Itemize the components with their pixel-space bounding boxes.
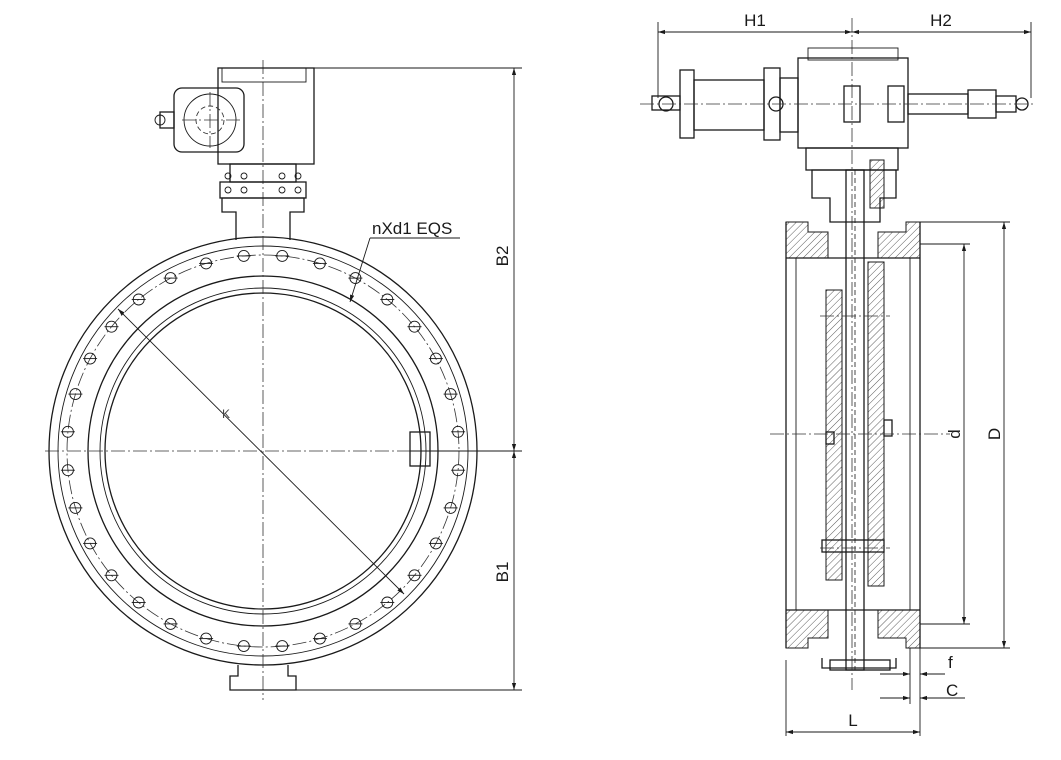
cylinder-body bbox=[693, 79, 765, 131]
h2-label: H2 bbox=[930, 11, 952, 30]
f-label: f bbox=[948, 653, 953, 672]
side-neck bbox=[811, 169, 897, 223]
d-label: d bbox=[945, 429, 964, 438]
b2-label: B2 bbox=[493, 246, 512, 267]
mounting-bolts bbox=[224, 172, 302, 194]
C-label: C bbox=[946, 681, 958, 700]
input-shaft-stub bbox=[159, 111, 175, 129]
bottom-trunnion bbox=[229, 665, 297, 691]
side-view: H1 H2 d D f C L bbox=[640, 11, 1035, 736]
actuator bbox=[640, 47, 1035, 149]
callout-leader bbox=[349, 237, 371, 303]
left-flange-top bbox=[785, 221, 829, 259]
pcd-label: K bbox=[222, 407, 230, 421]
side-gearbox-top bbox=[807, 47, 899, 61]
pin bbox=[821, 539, 885, 553]
shaft-boss bbox=[409, 431, 431, 467]
disc-right-half bbox=[867, 261, 885, 587]
b1-label: B1 bbox=[493, 562, 512, 583]
pcd-dimension-line bbox=[117, 308, 405, 595]
front-view: K nXd1 EQS B2 B1 bbox=[45, 60, 522, 700]
left-flange-bottom bbox=[785, 609, 829, 649]
side-key bbox=[869, 159, 885, 209]
left-handle bbox=[651, 95, 681, 111]
bolt-callout: nXd1 EQS bbox=[372, 219, 452, 238]
h1-label: H1 bbox=[744, 11, 766, 30]
L-label: L bbox=[848, 711, 857, 730]
gearbox-assembly bbox=[154, 67, 315, 240]
gearbox-cover bbox=[221, 67, 307, 83]
bolt-holes bbox=[60, 249, 466, 653]
right-flange-top bbox=[877, 221, 921, 259]
side-gearbox-body bbox=[797, 57, 909, 149]
bottom-cap bbox=[821, 658, 897, 669]
D-label: D bbox=[985, 428, 1004, 440]
right-flange-bottom bbox=[877, 609, 921, 649]
